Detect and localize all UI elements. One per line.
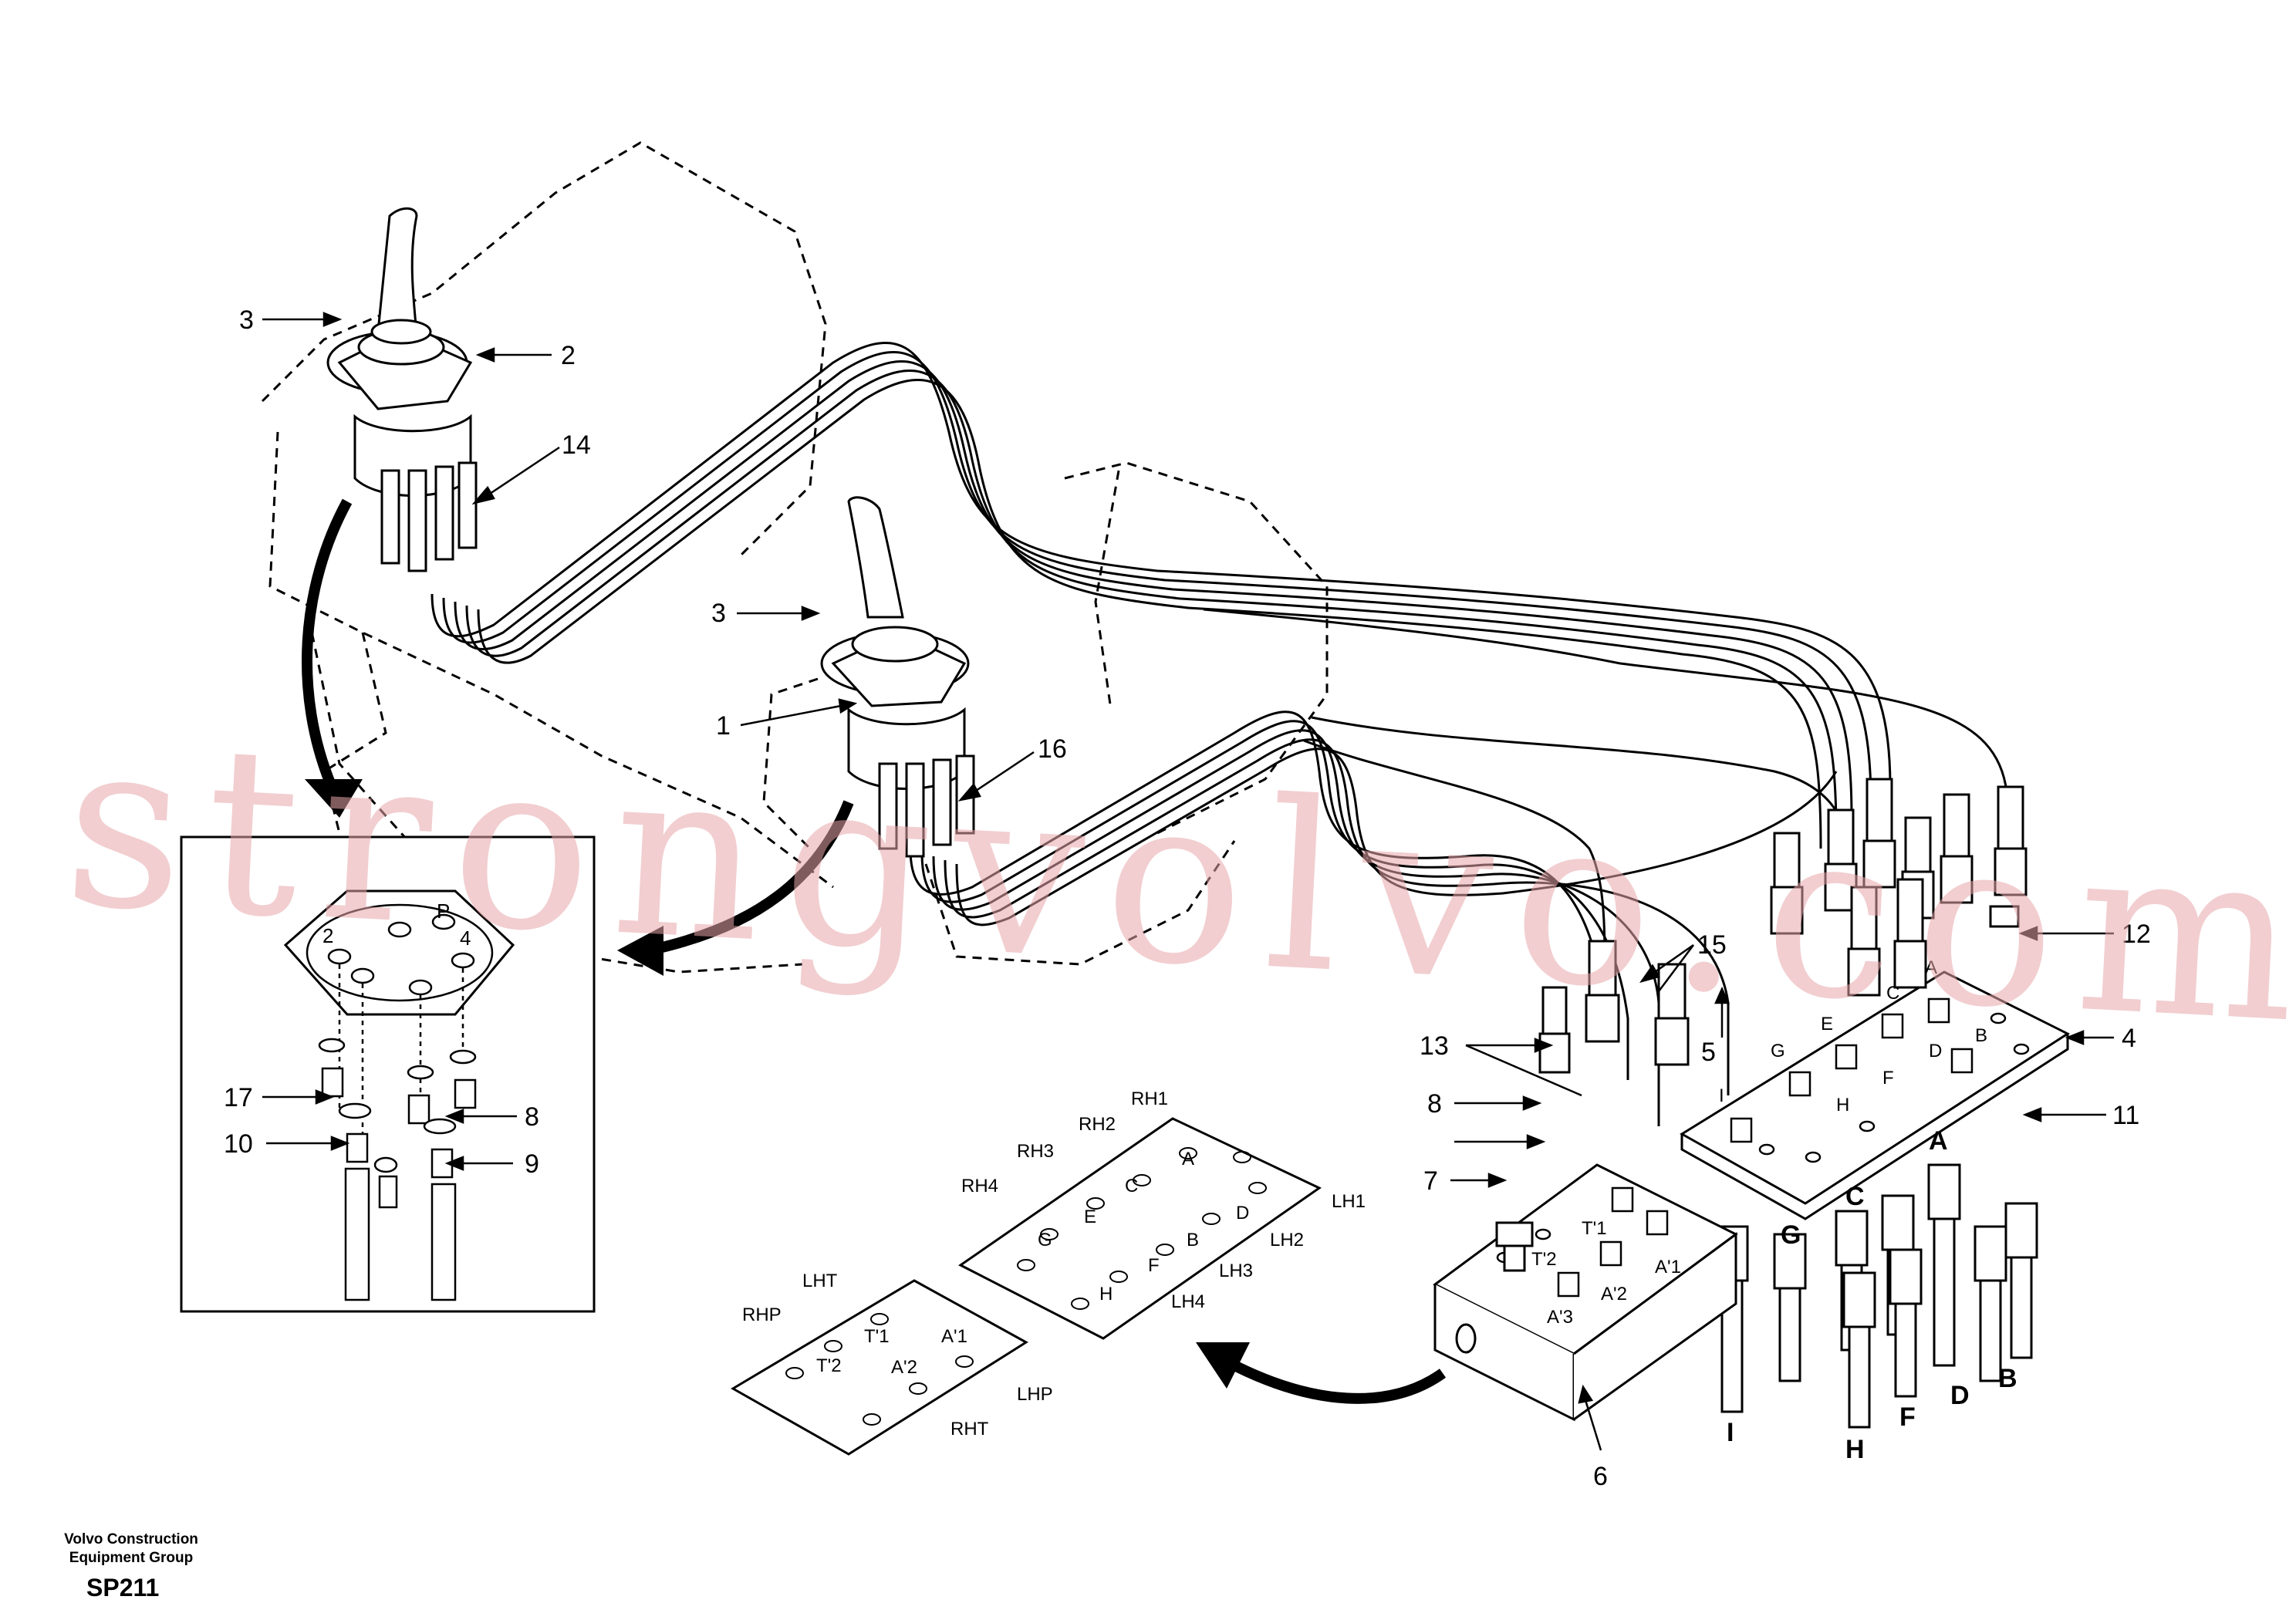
callout-1: 1: [716, 711, 731, 741]
arrow-from-joystick-right: [617, 800, 854, 976]
callout-8-main: 8: [1427, 1089, 1442, 1119]
manifold-port-d: D: [1929, 1041, 1942, 1061]
plate-rh-label-b: B: [1187, 1230, 1199, 1250]
plate-pilot-label-rhp: RHP: [742, 1304, 782, 1325]
hose-ends-lower: [1715, 1163, 2038, 1429]
joystick-left: [326, 207, 478, 572]
callout-8-detail: 8: [525, 1102, 539, 1132]
pilot-block: T'1 T'2 A'1 A'2 A'3: [1433, 1163, 1738, 1422]
hose-end-d: D: [1950, 1381, 1970, 1410]
plate-pilot-label-a2: A'2: [891, 1357, 917, 1378]
callout-3-lower: 3: [711, 599, 726, 628]
plate-rh-label-lh3: LH3: [1219, 1261, 1253, 1281]
plate-rh-label-e: E: [1084, 1207, 1096, 1227]
callout-3-upper: 3: [239, 305, 254, 335]
hose-bundle-lower: [909, 710, 1853, 1126]
plate-rh-label-lh2: LH2: [1270, 1230, 1304, 1250]
footer-brand-line2: Equipment Group: [69, 1550, 194, 1566]
plate-rh-label-lh4: LH4: [1171, 1291, 1205, 1312]
plate-rh-label-c: C: [1125, 1176, 1138, 1196]
plate-rh-label-rh2: RH2: [1079, 1114, 1116, 1135]
detail-port-2: 2: [322, 924, 333, 947]
manifold-port-h: H: [1836, 1095, 1849, 1115]
manifold-block: I G E C A B D F H: [1680, 957, 2071, 1220]
block-port-a2: A'2: [1601, 1284, 1627, 1304]
callout-2: 2: [561, 341, 576, 370]
callout-13: 13: [1420, 1031, 1449, 1061]
arrow-to-plates: [1196, 1342, 1447, 1404]
plate-rh: RH1 RH2 RH3 RH4 LH1 LH2 LH3 LH4 A D C B …: [958, 1088, 1366, 1340]
manifold-port-g: G: [1771, 1041, 1785, 1061]
cab-outline: [261, 141, 1329, 974]
block-port-a1: A'1: [1655, 1257, 1681, 1277]
plate-rh-label-lh1: LH1: [1332, 1191, 1366, 1212]
plate-rh-label-g: G: [1038, 1230, 1052, 1250]
callout-17: 17: [224, 1083, 253, 1112]
plate-rh-label-f: F: [1148, 1255, 1160, 1276]
callout-7: 7: [1423, 1166, 1438, 1196]
plate-pilot-label-t2: T'2: [816, 1355, 842, 1376]
plate-pilot-label-a1: A'1: [941, 1326, 967, 1347]
hose-end-i: I: [1727, 1418, 1734, 1447]
hose-end-b: B: [1998, 1364, 2017, 1393]
joystick-right: [820, 496, 975, 858]
plate-rh-label-rh1: RH1: [1131, 1088, 1168, 1109]
hose-ferrules: [1538, 778, 2028, 1074]
manifold-port-a: A: [1925, 957, 1937, 978]
arrow-to-detail: [302, 498, 363, 818]
plate-rh-label-d: D: [1236, 1203, 1249, 1223]
hose-end-f: F: [1899, 1402, 1916, 1432]
plate-rh-label-rh3: RH3: [1017, 1141, 1054, 1162]
detail-port-p: P: [437, 899, 450, 923]
sheet-code: SP211: [86, 1574, 160, 1601]
block-port-t2: T'2: [1531, 1249, 1557, 1270]
detail-port-4: 4: [460, 926, 471, 950]
callout-14: 14: [562, 430, 591, 460]
callout-6: 6: [1593, 1462, 1608, 1491]
plate-rh-label-rh4: RH4: [961, 1176, 998, 1196]
detail-box: 2 P 4: [180, 835, 596, 1313]
block-port-t1: T'1: [1582, 1218, 1607, 1239]
callout-leaders: [262, 312, 2114, 1451]
callout-12: 12: [2122, 920, 2151, 949]
callout-4: 4: [2122, 1024, 2136, 1053]
plate-rh-label-a: A: [1182, 1149, 1194, 1169]
callout-9: 9: [525, 1149, 539, 1179]
block-port-a3: A'3: [1547, 1307, 1573, 1328]
manifold-port-b: B: [1975, 1025, 1987, 1046]
manifold-port-i: I: [1719, 1085, 1724, 1106]
footer-brand: Volvo Construction Equipment Group: [46, 1531, 216, 1568]
plate-pilot-label-lht: LHT: [802, 1271, 838, 1291]
manifold-port-f: F: [1882, 1068, 1894, 1088]
callout-16: 16: [1038, 734, 1067, 764]
plate-pilot-label-lhp: LHP: [1017, 1384, 1053, 1405]
callout-5: 5: [1701, 1038, 1716, 1067]
hose-end-a: A: [1929, 1126, 1948, 1156]
hose-bundle-upper: [430, 342, 2007, 856]
plate-pilot: LHT RHP LHP RHT T'1 T'2 A'1 A'2: [731, 1271, 1053, 1456]
hose-end-g: G: [1781, 1220, 1801, 1250]
manifold-port-e: E: [1821, 1014, 1833, 1034]
hose-end-h: H: [1845, 1435, 1865, 1464]
callout-10: 10: [224, 1129, 253, 1159]
footer-brand-line1: Volvo Construction: [64, 1531, 198, 1547]
plate-pilot-label-t1: T'1: [864, 1326, 890, 1347]
hose-end-c: C: [1845, 1182, 1865, 1211]
plate-pilot-label-rht: RHT: [950, 1419, 989, 1439]
callout-11: 11: [2112, 1101, 2139, 1130]
plate-rh-label-h: H: [1099, 1284, 1113, 1304]
callout-15: 15: [1697, 930, 1727, 960]
